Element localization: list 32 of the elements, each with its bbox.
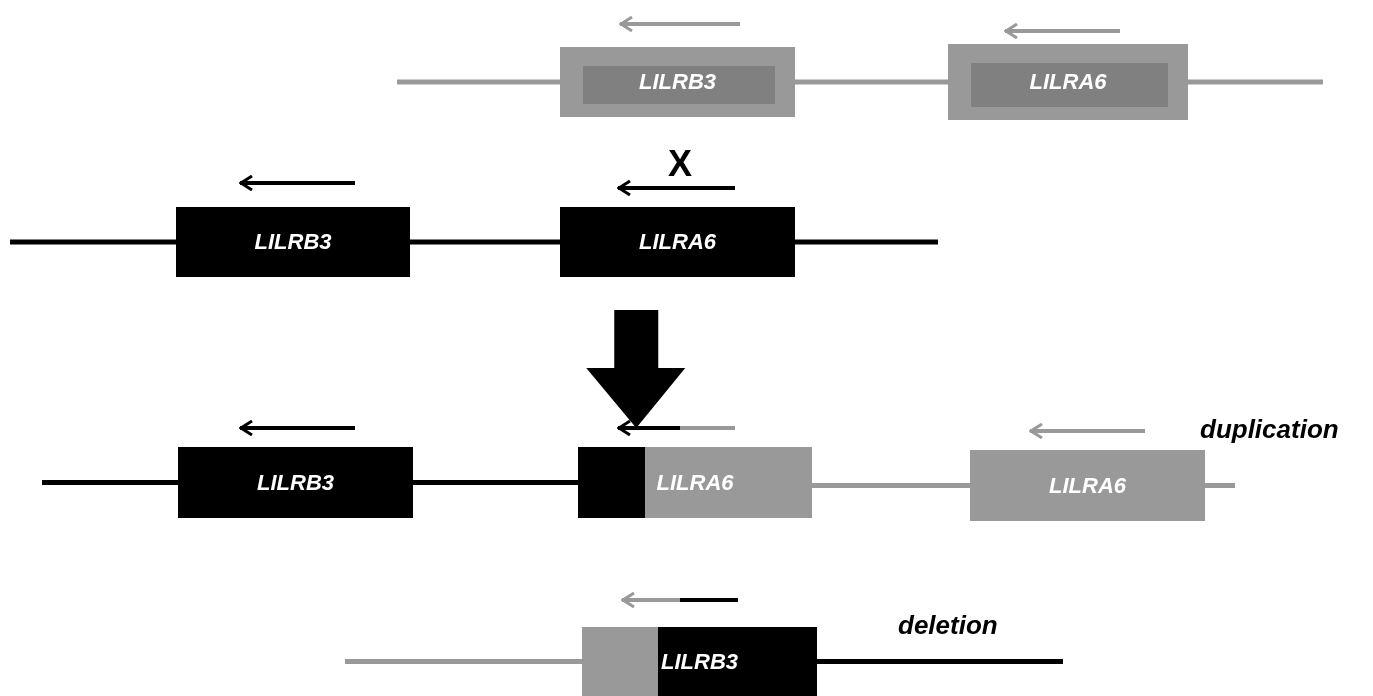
block-arrow xyxy=(586,310,686,428)
gene-label: LILRA6 xyxy=(1049,472,1126,499)
gene-box xyxy=(176,207,410,277)
gene-box xyxy=(948,44,1188,120)
dna-strand-line xyxy=(1205,483,1235,488)
annotation-label: duplication xyxy=(1200,414,1339,445)
dna-strand-line xyxy=(817,659,1063,664)
gene-label: LILRB3 xyxy=(639,69,716,95)
gene-box xyxy=(560,207,795,277)
dna-strand-line xyxy=(345,659,582,664)
dna-strand-line xyxy=(397,79,560,85)
crossover-mark: X xyxy=(668,143,692,185)
gene-label: LILRA6 xyxy=(1029,69,1107,95)
gene-box xyxy=(578,447,812,518)
dna-strand-line xyxy=(413,480,578,485)
gene-box xyxy=(582,627,817,696)
dna-strand-line xyxy=(1188,79,1323,85)
gene-label: LILRB3 xyxy=(257,469,334,496)
dna-strand-line xyxy=(795,79,948,85)
dna-strand-line xyxy=(10,239,176,245)
dna-strand-line xyxy=(795,239,938,245)
dna-strand-line xyxy=(410,239,560,245)
gene-box xyxy=(970,450,1205,521)
gene-box xyxy=(560,47,795,117)
gene-label: LILRB3 xyxy=(254,229,332,255)
dna-strand-line xyxy=(812,483,970,488)
annotation-label: deletion xyxy=(898,610,998,641)
dna-strand-line xyxy=(42,480,178,485)
gene-label: LILRA6 xyxy=(656,469,734,496)
gene-label: LILRB3 xyxy=(661,648,738,675)
gene-box xyxy=(178,447,413,518)
gene-label: LILRA6 xyxy=(639,229,716,255)
